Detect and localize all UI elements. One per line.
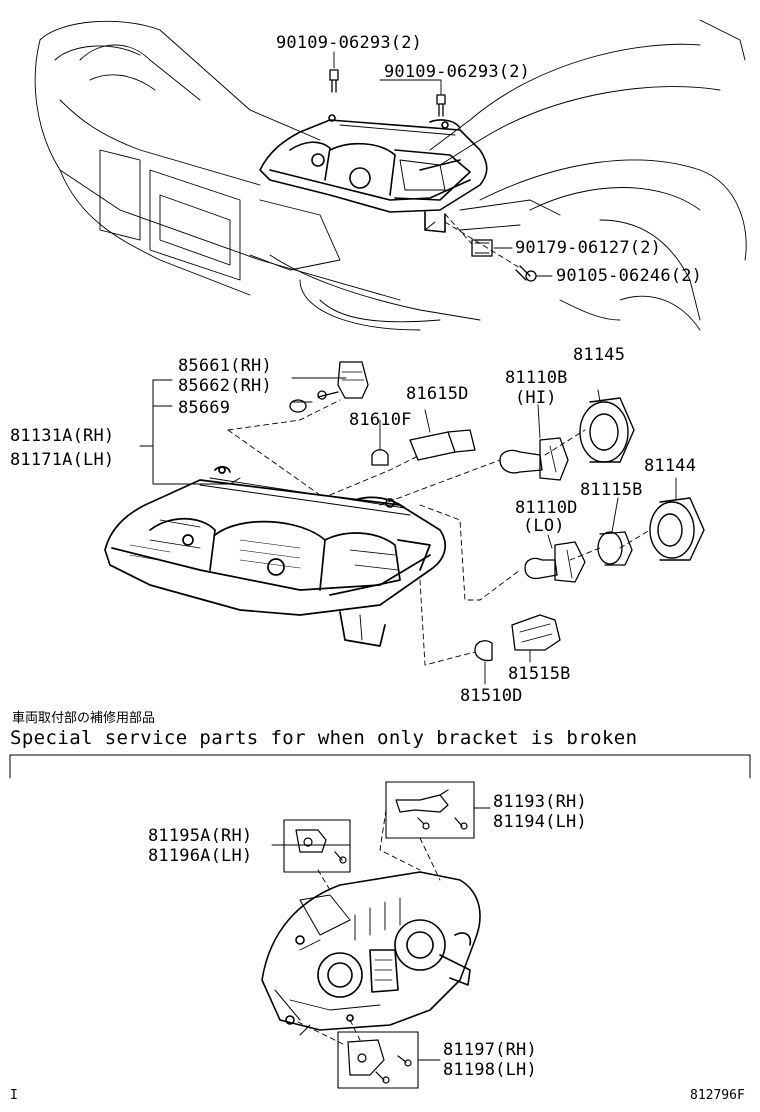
part-number-label: (HI) [515,388,557,408]
part-number-label: 81610F [349,410,412,430]
cap-icon [579,389,635,463]
lo-bulb [524,534,586,583]
part-number-label: 81195A(RH) [148,826,253,846]
part-number-label: 81145 [573,345,626,365]
part-number-label: 81515B [508,664,571,684]
part-number-label: 90105-06246(2) [556,266,703,286]
part-number-label: 90179-06127(2) [515,238,662,258]
part-number-label: (LO) [523,516,565,536]
part-number-label: 81615D [406,384,469,404]
main-headlamp [104,466,447,647]
assembly-lines [297,809,441,1046]
part-number-label: 81110D [515,498,578,518]
assembly-lines [227,399,651,666]
cap-icon [649,477,705,561]
part-number-label: 81131A(RH) [10,426,115,446]
bolt-icon [329,69,446,117]
part-number-label: 85662(RH) [178,376,272,396]
part-number-label: 81194(LH) [493,812,587,832]
part-number-label: 81197(RH) [443,1040,537,1060]
figure-id: 812796F [690,1088,745,1103]
part-number-label: 81115B [580,480,643,500]
socket-icon [597,497,633,566]
top-headlamp [259,114,488,233]
part-number-label: 81196A(LH) [148,846,253,866]
small-bulb [371,409,476,466]
service-note-english: Special service parts for when only brac… [10,727,638,749]
separator [9,754,751,779]
leader-lines-top [333,51,553,277]
corner-mark: I [10,1088,18,1103]
turn-bulb [474,614,561,685]
service-note-japanese: 車両取付部の補修用部品 [12,711,156,726]
leader-lines-bottom [271,807,491,1061]
bracket-part [289,361,369,413]
part-number-label: 81171A(LH) [10,450,115,470]
hi-bulb [499,404,569,481]
part-number-label: 90109-06293(2) [276,33,423,53]
part-number-label: 81110B [505,368,568,388]
lens-hatching [129,539,301,569]
group-bracket [139,377,347,485]
vehicle-front-outline [34,19,747,331]
part-number-label: 85669 [178,398,231,418]
bracket-part [295,789,468,1084]
rear-headlamp [261,871,481,1036]
part-number-label: 90109-06293(2) [384,62,531,82]
part-number-label: 81144 [644,456,697,476]
part-number-label: 85661(RH) [178,356,272,376]
part-number-label: 81510D [460,686,523,706]
part-number-label: 81193(RH) [493,792,587,812]
part-number-label: 81198(LH) [443,1060,537,1080]
